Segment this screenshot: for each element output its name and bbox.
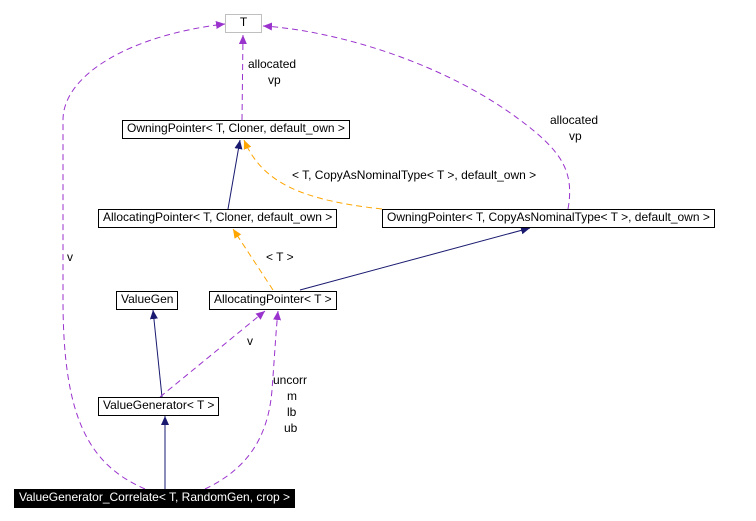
node-owning-pointer-cloner[interactable]: OwningPointer< T, Cloner, default_own > — [122, 120, 350, 139]
node-value-generator-t[interactable]: ValueGenerator< T > — [98, 397, 220, 416]
edge-alloc-cloner-to-owning-cloner — [227, 139, 243, 210]
label-v-left: v — [67, 250, 73, 264]
edge-owning-cloner-to-t — [238, 34, 247, 121]
label-m: m — [287, 389, 297, 403]
node-value-generator-correlate[interactable]: ValueGenerator_Correlate< T, RandomGen, … — [14, 489, 296, 508]
edge-correlate-to-t — [62, 21, 226, 490]
edge-alloc-t-to-owning-copy — [299, 226, 531, 291]
label-uncorr: uncorr — [273, 373, 308, 387]
node-allocating-pointer-t[interactable]: AllocatingPointer< T > — [209, 291, 337, 310]
label-ub: ub — [284, 421, 298, 435]
node-owning-pointer-copy[interactable]: OwningPointer< T, CopyAsNominalType< T >… — [382, 209, 715, 228]
edge-valuegenerator-to-valuegen — [149, 309, 163, 398]
edge-valuegenerator-to-alloc-t — [159, 310, 266, 398]
label-vp-left: vp — [268, 73, 281, 87]
edge-alloc-t-to-alloc-cloner — [232, 228, 274, 291]
label-allocated-left: allocated — [248, 57, 297, 71]
label-template-t: < T > — [266, 250, 294, 264]
edge-correlate-to-alloc-t — [204, 310, 282, 490]
label-allocated-right: allocated — [550, 113, 599, 127]
label-template-copy: < T, CopyAsNominalType< T >, default_own… — [292, 168, 537, 182]
label-vp-right: vp — [569, 129, 582, 143]
edge-owning-copy-to-t — [262, 22, 571, 210]
node-value-gen[interactable]: ValueGen — [116, 291, 179, 310]
label-v-middle: v — [247, 334, 253, 348]
label-lb: lb — [287, 405, 297, 419]
node-allocating-pointer-cloner[interactable]: AllocatingPointer< T, Cloner, default_ow… — [98, 209, 338, 228]
node-t[interactable]: T — [225, 14, 262, 33]
